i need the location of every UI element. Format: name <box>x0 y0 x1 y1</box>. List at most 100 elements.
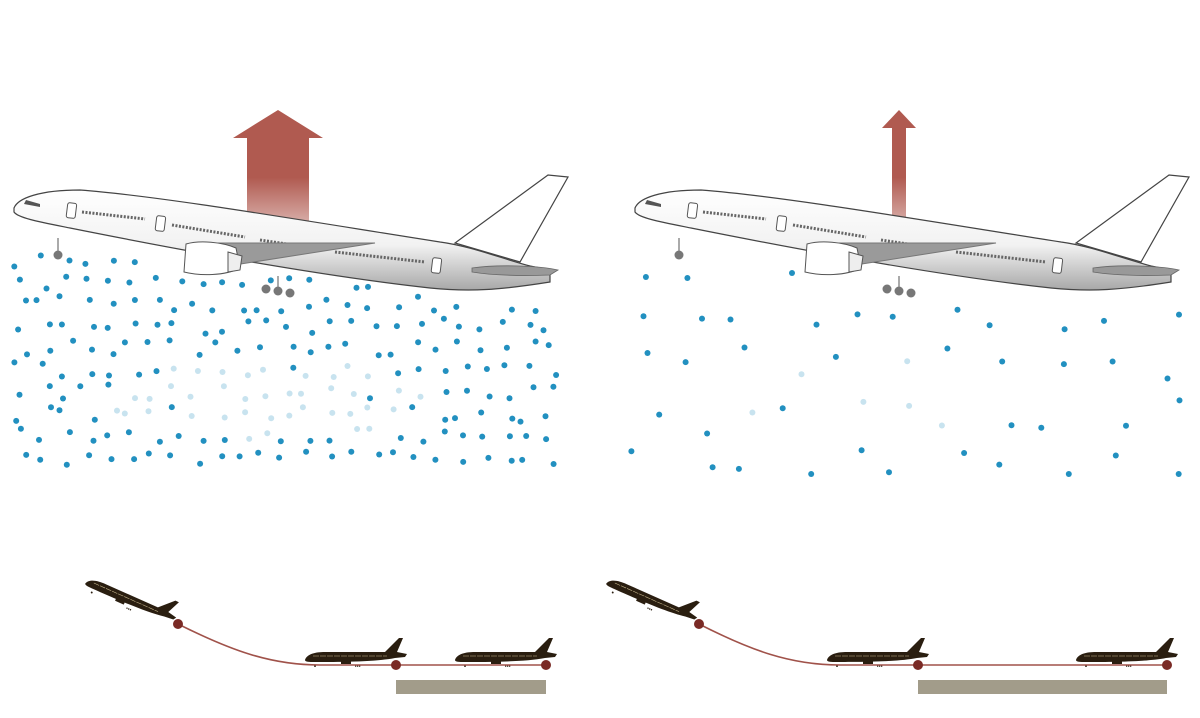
air-molecule-dot <box>530 384 537 391</box>
plane-silhouette-airborne <box>602 563 705 630</box>
marker-airborne <box>173 619 183 629</box>
air-molecule-dot <box>189 300 196 307</box>
air-molecule-dot <box>1101 317 1107 324</box>
air-molecule-dot <box>267 277 274 284</box>
air-molecule-dot <box>24 351 30 358</box>
air-molecule-dot <box>286 275 293 282</box>
air-molecule-dot <box>506 433 513 440</box>
air-molecule-dot <box>11 359 18 366</box>
air-molecule-dot <box>37 252 44 259</box>
marker-liftoff <box>913 660 923 670</box>
air-molecule-dot <box>277 438 284 445</box>
air-molecule-dot <box>367 395 373 402</box>
air-molecule-dot <box>409 404 416 411</box>
air-molecule-dot <box>452 415 458 422</box>
air-molecule-dot <box>200 437 207 444</box>
air-molecule-dot <box>508 457 515 464</box>
air-molecule-dot <box>11 263 18 270</box>
air-molecule-dot <box>36 436 42 443</box>
air-molecule-dot <box>543 436 550 443</box>
air-molecule-dot <box>108 456 115 463</box>
runway-diagram-left <box>81 563 558 694</box>
air-molecule-dot <box>255 449 262 456</box>
air-molecule-dot <box>253 307 260 314</box>
air-molecule-dot <box>532 308 539 314</box>
air-molecule-dot <box>105 381 112 388</box>
air-molecule-dot <box>23 451 30 458</box>
air-molecule-dot <box>306 276 313 283</box>
air-molecule-dot <box>485 454 492 461</box>
air-molecule-dot <box>397 435 404 441</box>
air-molecule-dot <box>328 385 335 392</box>
air-molecule-dot <box>276 454 283 461</box>
air-molecule-dot <box>508 306 515 313</box>
air-molecule-dot <box>168 404 175 411</box>
air-molecule-dot <box>999 358 1006 365</box>
marker-start <box>1162 660 1172 670</box>
air-molecule-dot <box>156 296 163 303</box>
air-molecule-dot <box>104 432 111 439</box>
air-molecule-dot <box>682 359 689 366</box>
air-molecule-dot <box>15 326 22 333</box>
air-molecule-dot <box>242 396 249 402</box>
air-molecule-dot <box>813 321 820 328</box>
air-molecule-dot <box>545 342 552 349</box>
takeoff-path <box>177 623 546 666</box>
air-molecule-dot <box>91 416 98 423</box>
air-molecule-dot <box>326 318 333 325</box>
air-molecule-dot <box>154 321 161 328</box>
lift-arrow-small <box>882 110 916 245</box>
air-molecule-dot <box>364 305 371 312</box>
air-molecule-dot <box>179 278 186 285</box>
air-molecule-dot <box>353 284 360 291</box>
plane-silhouette-airborne <box>81 563 184 630</box>
air-molecule-dot <box>986 322 993 329</box>
air-molecule-dot <box>453 338 460 345</box>
air-molecule-dot <box>509 415 516 422</box>
air-molecule-dot <box>395 370 402 377</box>
air-molecule-dot <box>23 297 29 304</box>
air-molecule-dot <box>234 347 241 354</box>
air-molecule-dot <box>832 353 839 360</box>
air-molecule-dot <box>1175 471 1182 477</box>
air-molecule-dot <box>325 343 332 350</box>
air-molecule-dot <box>131 297 138 303</box>
air-molecule-dot <box>70 337 77 344</box>
runway-length-bar-long <box>918 680 1167 694</box>
air-molecule-dot <box>48 404 54 411</box>
air-molecule-dot <box>684 275 691 281</box>
air-molecule-dot <box>506 395 513 402</box>
air-molecule-dot <box>326 437 333 444</box>
air-molecule-dot <box>432 456 439 463</box>
air-molecule-dot <box>501 362 508 369</box>
air-molecule-dot <box>477 347 484 354</box>
air-molecule-dot <box>628 448 635 455</box>
air-molecule-dot <box>221 437 228 443</box>
air-molecule-dot <box>442 416 449 423</box>
air-molecule-dot <box>735 465 742 472</box>
air-molecule-dot <box>375 352 382 359</box>
air-molecule-dot <box>212 339 219 346</box>
air-molecule-dot <box>519 456 526 463</box>
air-molecule-dot <box>188 413 195 419</box>
air-molecule-dot <box>110 300 117 307</box>
air-molecule-dot <box>114 407 120 414</box>
air-molecule-dot <box>16 276 23 283</box>
air-molecule-dot <box>104 277 111 284</box>
air-molecule-dot <box>110 257 117 264</box>
air-molecule-dot <box>464 363 471 370</box>
air-molecules-sparse <box>628 270 1183 477</box>
air-molecule-dot <box>749 409 756 416</box>
air-molecule-dot <box>860 398 867 405</box>
air-molecule-dot <box>236 453 243 460</box>
air-molecule-dot <box>395 387 402 394</box>
air-molecule-dot <box>307 349 314 356</box>
air-molecule-dot <box>906 402 913 409</box>
air-molecule-dot <box>63 273 70 280</box>
air-molecule-dot <box>89 346 95 353</box>
air-molecule-dot <box>376 451 383 458</box>
air-molecule-dot <box>373 323 380 330</box>
air-molecule-dot <box>194 368 201 374</box>
air-molecule-dot <box>43 285 50 292</box>
